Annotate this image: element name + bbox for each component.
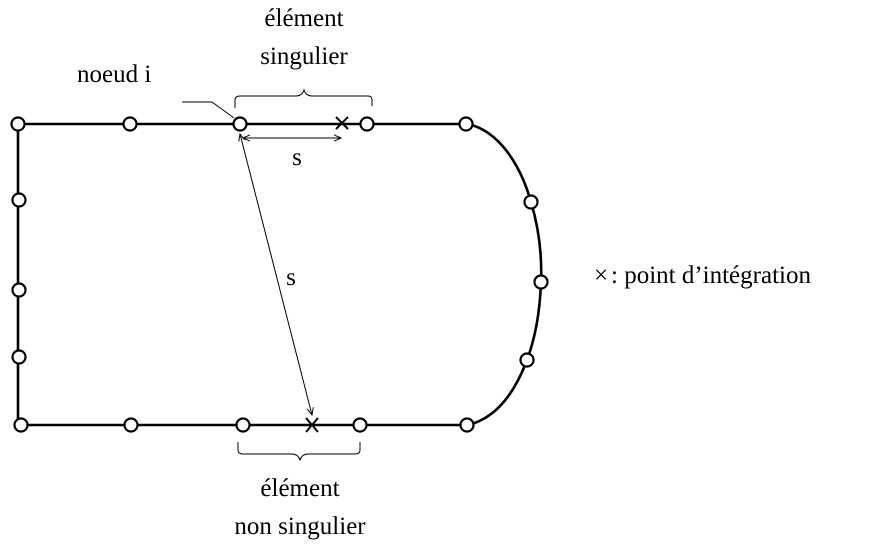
nonsingular-element-label-line2: non singulier bbox=[234, 513, 366, 540]
node-icon bbox=[519, 352, 535, 368]
node-icon bbox=[459, 417, 475, 433]
node-i-leader-line bbox=[182, 101, 235, 119]
node-icon bbox=[235, 417, 251, 433]
node-icon bbox=[11, 349, 27, 365]
nonsingular-element-brace bbox=[237, 442, 361, 462]
legend-cross-icon: × bbox=[594, 262, 608, 289]
node-icon bbox=[458, 116, 474, 132]
node-icon bbox=[359, 116, 375, 132]
node-icon bbox=[11, 282, 27, 298]
cross-icon bbox=[305, 417, 319, 433]
node-icon bbox=[352, 417, 368, 433]
integration-point-top bbox=[335, 116, 349, 130]
distance-label-diagonal: s bbox=[286, 264, 296, 291]
node-icon bbox=[122, 116, 138, 132]
nodes bbox=[10, 116, 549, 433]
legend: × : point d’intégration bbox=[594, 262, 811, 289]
node-i-label: noeud i bbox=[77, 61, 151, 88]
singular-element-label-line1: élément bbox=[264, 5, 343, 32]
node-icon bbox=[11, 192, 27, 208]
singular-element-brace bbox=[234, 88, 373, 108]
node-icon bbox=[533, 274, 549, 290]
node-icon bbox=[10, 116, 26, 132]
distance-label-horizontal: s bbox=[292, 144, 302, 171]
integration-point-bottom bbox=[305, 417, 319, 433]
distance-arrow-diagonal bbox=[240, 134, 312, 415]
node-i-icon bbox=[232, 116, 248, 132]
legend-text: : point d’intégration bbox=[611, 262, 811, 289]
nonsingular-element-label-line1: élément bbox=[260, 475, 339, 502]
node-icon bbox=[13, 417, 29, 433]
curved-edge bbox=[467, 122, 543, 427]
singular-element-label-line2: singulier bbox=[260, 43, 348, 70]
node-icon bbox=[523, 194, 539, 210]
boundary-contour bbox=[16, 122, 543, 427]
node-icon bbox=[123, 417, 139, 433]
cross-icon bbox=[335, 116, 349, 130]
